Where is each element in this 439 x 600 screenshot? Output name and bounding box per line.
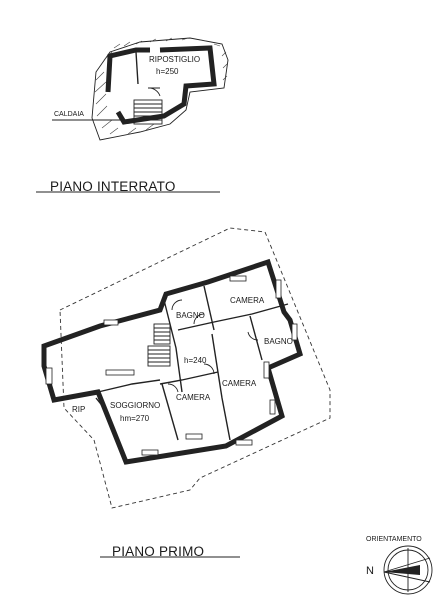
room-label-closet: RIP (72, 405, 85, 414)
compass-north-label: N (366, 565, 374, 577)
room-label-bedroom-south: CAMERA (176, 393, 211, 402)
property-boundary (59, 227, 331, 509)
exterior-walls (41, 258, 304, 465)
orientation-title: ORIENTAMENTO (366, 536, 422, 543)
basement-door (147, 87, 161, 97)
basement-inner-wall (135, 51, 139, 85)
basement-stairs (133, 99, 163, 125)
windows (45, 275, 298, 456)
room-height-storeroom: h=250 (156, 67, 179, 76)
first-floor-stairs (147, 323, 171, 367)
basement-rock-boundary (91, 37, 229, 141)
first-floor-plan: CAMERA BAGNO BAGNO CAMERA CAMERA SOGGIOR… (41, 227, 331, 559)
room-label-living-room: SOGGIORNO (110, 401, 160, 410)
boiler-label: CALDAIA (54, 111, 84, 118)
room-height-living-room: hm=270 (120, 414, 150, 423)
basement-walls (105, 45, 217, 125)
room-label-bathroom-north: BAGNO (176, 311, 205, 320)
room-label-storeroom: RIPOSTIGLIO (149, 55, 200, 64)
interior-walls (95, 285, 289, 441)
compass-outer-ring (383, 545, 433, 595)
orientation-compass: ORIENTAMENTO N (366, 536, 433, 595)
compass-needle-fill (384, 565, 420, 575)
basement-title: PIANO INTERRATO (50, 179, 176, 194)
room-label-bedroom-east: CAMERA (222, 379, 257, 388)
first-floor-title: PIANO PRIMO (112, 544, 204, 559)
corridor-height-label: h=240 (184, 356, 207, 365)
basement-plan: CALDAIA RIPOSTIGLIO h=250 PIANO INTERRAT… (36, 37, 229, 194)
room-label-bedroom-north: CAMERA (230, 296, 265, 305)
room-label-bathroom-east: BAGNO (264, 337, 293, 346)
doors (167, 299, 259, 393)
